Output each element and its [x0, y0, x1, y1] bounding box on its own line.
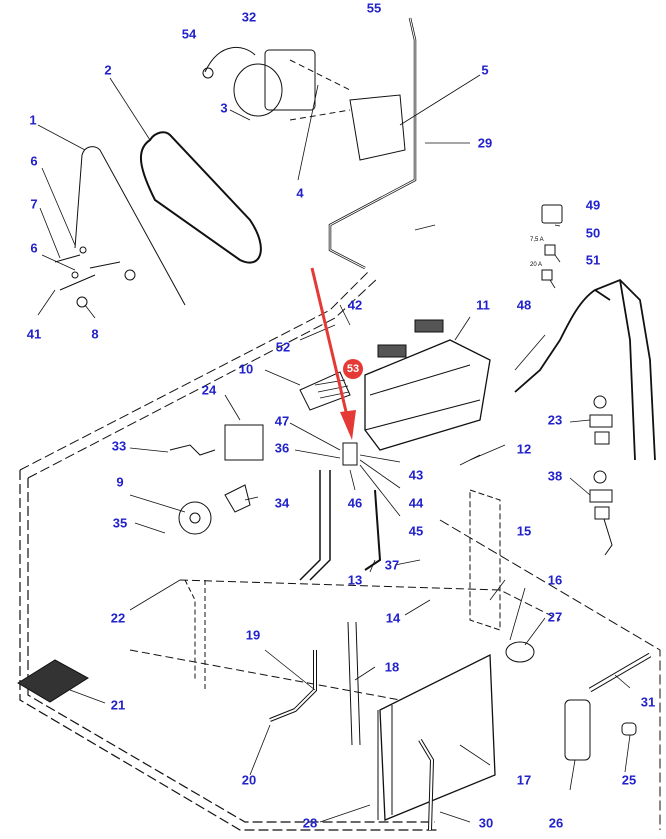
part-label-15[interactable]: 15: [516, 523, 532, 539]
frame-top-inner: [27, 277, 379, 479]
part-label-34[interactable]: 34: [274, 495, 290, 511]
part-label-29[interactable]: 29: [477, 135, 493, 151]
fuse-51: [541, 269, 553, 281]
part-label-16[interactable]: 16: [547, 572, 563, 588]
part-label-30[interactable]: 30: [478, 815, 494, 831]
part-label-36[interactable]: 36: [274, 440, 290, 456]
part-label-23[interactable]: 23: [547, 412, 563, 428]
expansion-valve: [342, 442, 358, 466]
part-label-44[interactable]: 44: [408, 495, 424, 511]
part-label-13[interactable]: 13: [347, 572, 363, 588]
part-label-10[interactable]: 10: [238, 361, 254, 377]
pipe-outline-inner: [27, 478, 435, 823]
clamp-27: [505, 641, 535, 663]
fitting-22: [184, 579, 206, 690]
pipe-outline: [19, 470, 440, 831]
part-label-55[interactable]: 55: [366, 0, 382, 16]
pipe-29: [328, 17, 417, 270]
part-label-14[interactable]: 14: [385, 610, 401, 626]
part-label-41[interactable]: 41: [26, 326, 42, 342]
cabin-filter-21: [17, 659, 89, 703]
wiring-harness-48: [514, 278, 656, 461]
part-label-6b[interactable]: 6: [30, 240, 38, 256]
switch-25: [621, 722, 637, 736]
part-label-51[interactable]: 51: [585, 252, 601, 268]
part-label-27[interactable]: 27: [547, 609, 563, 625]
part-label-3[interactable]: 3: [220, 100, 228, 116]
condenser-17: [379, 653, 496, 821]
frame-top: [19, 269, 371, 471]
part-label-6a[interactable]: 6: [30, 153, 38, 169]
bolts-left: [54, 246, 136, 308]
frame-mid: [179, 579, 561, 621]
resistor-24: [224, 424, 264, 461]
part-label-20[interactable]: 20: [241, 772, 257, 788]
relay-49: [541, 204, 563, 224]
part-label-48[interactable]: 48: [516, 297, 532, 313]
fuse-rating-50: 7,5 A: [530, 237, 544, 243]
hose-45: [364, 489, 382, 571]
fuse-rating-51: 20 A: [530, 262, 543, 268]
part-label-12[interactable]: 12: [516, 441, 532, 457]
part-label-28[interactable]: 28: [302, 815, 318, 831]
part-label-37[interactable]: 37: [384, 557, 400, 573]
part-label-33[interactable]: 33: [111, 438, 127, 454]
hose-13: [299, 470, 331, 581]
part-label-54[interactable]: 54: [181, 26, 197, 42]
part-label-43[interactable]: 43: [408, 467, 424, 483]
frame-right: [439, 519, 661, 830]
part-label-47[interactable]: 47: [274, 413, 290, 429]
part-label-45[interactable]: 45: [408, 523, 424, 539]
part-label-1[interactable]: 1: [29, 112, 37, 128]
part-label-52[interactable]: 52: [275, 339, 291, 355]
part-label-50[interactable]: 50: [585, 225, 601, 241]
part-label-2[interactable]: 2: [104, 62, 112, 78]
leader-lines: [37, 74, 631, 823]
part-label-9[interactable]: 9: [116, 474, 124, 490]
highlight-arrow: [310, 267, 356, 440]
belt-1: [74, 146, 186, 306]
part-label-42[interactable]: 42: [347, 297, 363, 313]
part-label-19[interactable]: 19: [245, 627, 261, 643]
part-label-21[interactable]: 21: [110, 697, 126, 713]
part-label-17[interactable]: 17: [516, 772, 532, 788]
vent-42a: [377, 344, 407, 358]
bracket-18: [347, 621, 361, 746]
part-label-49[interactable]: 49: [585, 197, 601, 213]
fuse-50: [544, 244, 556, 256]
bracket-33: [169, 444, 216, 456]
part-label-18[interactable]: 18: [384, 659, 400, 675]
part-label-38[interactable]: 38: [547, 468, 563, 484]
part-label-22[interactable]: 22: [110, 610, 126, 626]
switch-23: [589, 395, 613, 445]
part-label-25[interactable]: 25: [621, 772, 637, 788]
blower-10: [299, 371, 351, 411]
part-label-32[interactable]: 32: [241, 9, 257, 25]
part-label-26[interactable]: 26: [548, 815, 564, 831]
receiver-drier-26: [564, 699, 591, 761]
part-label-24[interactable]: 24: [201, 382, 217, 398]
part-label-8[interactable]: 8: [91, 326, 99, 342]
part-label-31[interactable]: 31: [640, 694, 656, 710]
compressor: [233, 63, 283, 117]
frame-mid2: [129, 649, 401, 701]
part-label-11[interactable]: 11: [476, 297, 490, 313]
sensor-54: [202, 67, 214, 79]
part-label-5[interactable]: 5: [481, 62, 489, 78]
part-label-7[interactable]: 7: [30, 196, 38, 212]
panel-15: [469, 489, 501, 631]
switch-38: [589, 470, 613, 556]
part-label-4[interactable]: 4: [296, 185, 304, 201]
highlighted-part-badge-53[interactable]: 53: [343, 359, 363, 379]
part-label-46[interactable]: 46: [347, 495, 363, 511]
bracket-34: [224, 484, 251, 513]
bracket-5: [349, 94, 406, 161]
belt-2: [139, 131, 262, 264]
idler-pulley-9: [178, 501, 212, 535]
part-label-35[interactable]: 35: [112, 515, 128, 531]
vent-42b: [414, 319, 444, 333]
